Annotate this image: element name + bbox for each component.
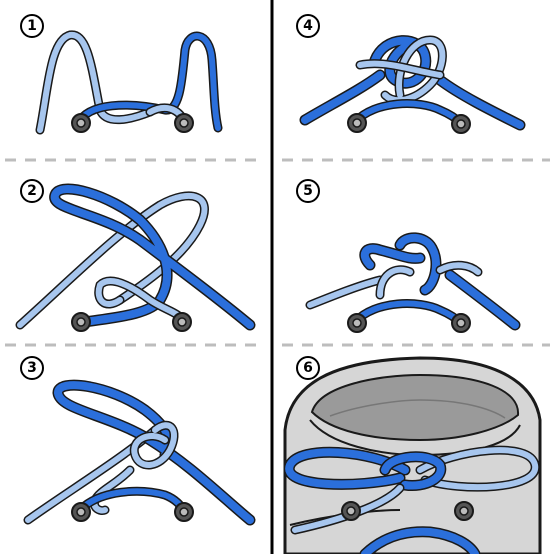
step-5-illustration	[305, 232, 521, 333]
shoe-opening	[310, 373, 520, 442]
step-1-illustration	[35, 30, 223, 135]
step-6-illustration	[283, 356, 542, 558]
step-number-2: 2	[20, 179, 44, 203]
step-4-illustration	[299, 35, 526, 134]
step-2-illustration	[15, 183, 256, 332]
step-number-6: 6	[296, 356, 320, 380]
step-number-4: 4	[296, 14, 320, 38]
step-number-1: 1	[20, 14, 44, 38]
step-number-3: 3	[20, 356, 44, 380]
step-3-illustration	[23, 379, 256, 526]
step-number-5: 5	[296, 179, 320, 203]
